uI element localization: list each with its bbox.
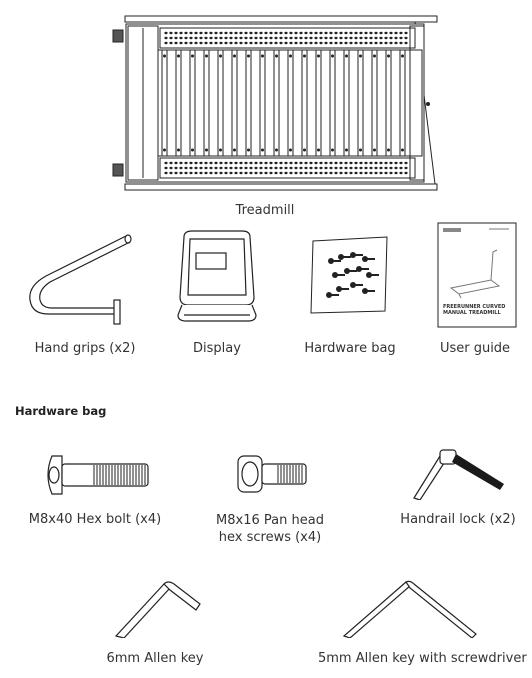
- handrail-lock-illustration: [410, 440, 506, 500]
- hand-grip-illustration: [18, 228, 138, 328]
- hardware-bag-heading: Hardware bag: [15, 404, 107, 418]
- treadmill-illustration: [110, 8, 440, 198]
- hex-bolt-illustration: [42, 452, 152, 498]
- allen-key-5mm-caption: 5mm Allen key with screwdriver: [318, 651, 527, 666]
- hardware-bag-illustration: [309, 235, 391, 315]
- allen-key-5mm-illustration: [340, 578, 480, 638]
- user-guide-title: FREERUNNER CURVED MANUAL TREADMILL: [443, 304, 513, 316]
- display-caption: Display: [193, 341, 241, 356]
- user-guide-caption: User guide: [439, 341, 511, 356]
- display-illustration: [174, 227, 260, 327]
- user-guide-illustration: FREERUNNER CURVED MANUAL TREADMILL: [437, 222, 517, 328]
- handrail-lock-caption: Handrail lock (x2): [400, 512, 516, 527]
- hand-grips-caption: Hand grips (x2): [34, 341, 136, 356]
- treadmill-caption: Treadmill: [235, 203, 295, 218]
- hardware-bag-caption: Hardware bag: [304, 341, 396, 356]
- user-guide-title-line1: FREERUNNER CURVED: [443, 304, 506, 310]
- allen-key-6mm-caption: 6mm Allen key: [106, 651, 204, 666]
- hex-bolt-caption: M8x40 Hex bolt (x4): [28, 512, 162, 527]
- pan-head-screw-illustration: [234, 454, 312, 494]
- pan-head-screws-caption-line2: hex screws (x4): [218, 530, 322, 545]
- allen-key-6mm-illustration: [112, 578, 202, 638]
- pan-head-screws-caption: M8x16 Pan head hex screws (x4): [195, 512, 345, 546]
- user-guide-title-line2: MANUAL TREADMILL: [443, 310, 501, 316]
- pan-head-screws-caption-line1: M8x16 Pan head: [216, 513, 324, 528]
